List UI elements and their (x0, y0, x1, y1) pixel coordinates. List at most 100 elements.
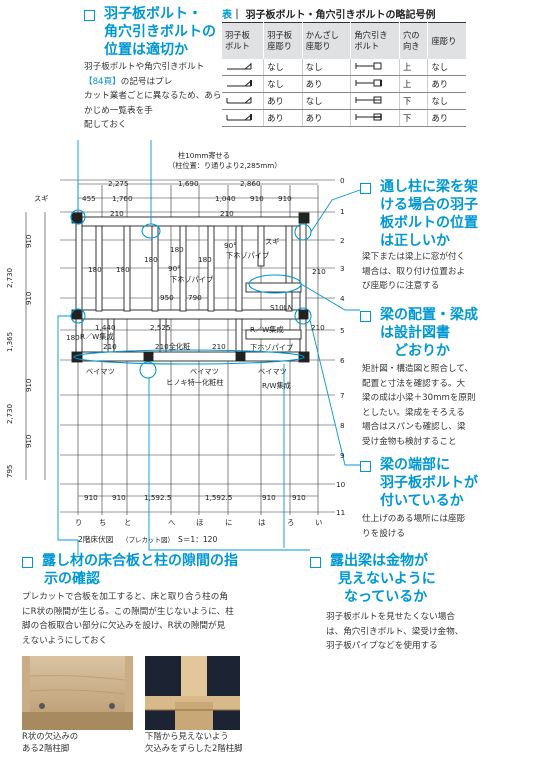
bottom-dim: 1,592.5 (205, 493, 232, 502)
left-dim: 910 (25, 292, 33, 305)
table-header: 穴の向き (398, 22, 428, 59)
second-dim: 1,040 (215, 194, 236, 203)
left-dim: 910 (25, 379, 33, 392)
dim-210: 210 (220, 209, 234, 218)
label-suge: スギ (34, 194, 48, 203)
table-cell: あり (263, 109, 303, 127)
top-dim: 1,690 (178, 179, 199, 188)
table-header: 羽子板ボルト (222, 22, 264, 59)
label-beimatsu: ベイマツ (190, 367, 219, 376)
label-pipe: 下ホゾパイプ (170, 275, 214, 284)
grid-row-label: 7 (340, 391, 345, 400)
floor-plan: 柱10mm寄せる （柱位置：り通りより2,285mm） 2,275 1,690 … (6, 140, 361, 555)
checkbox-icon[interactable] (310, 557, 321, 568)
label-rw: R／W集成 (80, 332, 114, 341)
dim-210: 210 (110, 209, 124, 218)
photo-column-base-2 (145, 656, 240, 730)
grid-row-label: 3 (340, 264, 345, 273)
table-cell: 上 (398, 75, 428, 93)
callout1-body: 羽子板ボルトや角穴引きボルト 【84頁】の記号はプレ カット業者ごとに異なるため… (84, 62, 222, 130)
grid-row-label: 0 (340, 176, 345, 185)
top-dim: 2,275 (108, 179, 129, 188)
table-cell: なし (427, 92, 466, 110)
checkbox-icon[interactable] (360, 311, 371, 322)
callout3-title: 梁の配置・梁成は設計図書どおりか (380, 307, 478, 359)
second-dim: 910 (250, 194, 264, 203)
dim-90: 90° (168, 264, 181, 273)
left-dim: 910 (25, 235, 33, 248)
left-dim: 2,730 (6, 404, 14, 424)
checkbox-icon[interactable] (360, 461, 371, 472)
table-cell: あり (427, 109, 466, 127)
left-dim: 910 (25, 435, 33, 448)
table-header: 座彫り (427, 22, 466, 59)
table-cell: あり (427, 75, 466, 93)
grid-col-label: り (75, 518, 82, 527)
grid-row-label: 10 (336, 480, 346, 489)
dim-180: 180 (66, 333, 80, 342)
plan-scale: S＝1：120 (178, 535, 218, 544)
grid-col-label: い (315, 518, 322, 527)
grid-col-label: と (124, 518, 131, 527)
grid-row-label: 6 (340, 356, 345, 365)
dim-90: 90° (224, 241, 237, 250)
label-s10: S10LN (270, 303, 293, 312)
bottom-dim: 910 (292, 493, 306, 502)
top-dim: 2,860 (240, 179, 261, 188)
dim-210: 210 (212, 342, 226, 351)
photo2-caption: 下階から見えないよう欠込みをずらした2階柱脚 (145, 731, 243, 753)
callout5-title: 露し材の床合板と柱の隙間の指示の確認 (42, 553, 238, 587)
kakuana-symbol-icon (350, 59, 400, 76)
table-cell: 下 (398, 109, 428, 127)
photo-column-base-1 (22, 656, 133, 730)
label-pipe: 下ホゾパイプ (250, 343, 294, 352)
label-rw: R／W集成 (250, 325, 284, 334)
note-line2: （柱位置：り通りより2,285mm） (168, 161, 282, 170)
table-cell: なし (301, 59, 351, 76)
kakuana-symbol-icon (350, 92, 400, 110)
second-dim: 1,760 (112, 194, 133, 203)
checkbox-icon[interactable] (360, 183, 371, 194)
grid-col-label: へ (168, 518, 176, 527)
table-cell: 上 (398, 59, 428, 76)
table-title: 表｜ 羽子板ボルト・角穴引きボルトの略記号例 (222, 10, 436, 21)
bottom-dim: 910 (84, 493, 98, 502)
grid-row-label: 2 (340, 236, 345, 245)
grid-col-label: に (225, 518, 232, 527)
label-beimatsu: ベイマツ (86, 367, 115, 376)
checkbox-icon[interactable] (84, 10, 95, 21)
grid-col-label: ち (99, 518, 106, 527)
bottom-dim: 910 (262, 493, 276, 502)
callout4-title: 梁の端部に羽子板ボルトが付いているか (380, 457, 478, 509)
callout6-title: 露出梁は金物が見えないようになっているか (330, 553, 436, 605)
second-dim: 455 (82, 194, 96, 203)
left-dim: 2,730 (6, 268, 14, 288)
grid-col-label: ほ (196, 518, 203, 527)
checkbox-icon[interactable] (22, 557, 33, 568)
plan-caption: 2階床伏図 (78, 534, 113, 544)
hagoita-symbol-icon (222, 59, 264, 76)
bottom-dim: 1,592.5 (144, 493, 171, 502)
table-cell: なし (301, 92, 351, 110)
callout4-body: 仕上げのある場所には座彫りを設ける (362, 514, 466, 539)
grid-row-label: 5 (340, 326, 345, 335)
dim-180: 180 (88, 265, 102, 274)
callout5-body: プレカットで合板を加工すると、床と取り合う柱の角にR状の隙間が生じる。この隙間が… (22, 592, 234, 646)
kakuana-symbol-icon (350, 75, 400, 93)
table-cell: あり (263, 92, 303, 110)
table-row: あり あり 下 あり (222, 109, 466, 127)
table-cell: 下 (398, 92, 428, 110)
bottom-dim: 910 (112, 493, 126, 502)
second-dim: 910 (278, 194, 292, 203)
grid-col-label: は (258, 518, 266, 527)
symbol-table: 羽子板ボルト 羽子板座彫り かんざし座彫り 角穴引きボルト 穴の向き 座彫り な… (222, 22, 466, 127)
note-line1: 柱10mm寄せる (178, 151, 230, 160)
grid-row-label: 8 (340, 421, 345, 430)
plan-caption-sub: （プレカット図） (122, 536, 174, 544)
label-beimatsu: ベイマツ (258, 367, 287, 376)
dim-180: 180 (198, 255, 212, 264)
hagoita-symbol-icon (222, 109, 264, 127)
left-dim: 795 (6, 465, 14, 478)
dim-2525: 2,525 (150, 323, 171, 332)
callout2-body: 梁下または梁上に窓が付く場合は、取り付け位置および座彫りに注意する (362, 252, 466, 291)
